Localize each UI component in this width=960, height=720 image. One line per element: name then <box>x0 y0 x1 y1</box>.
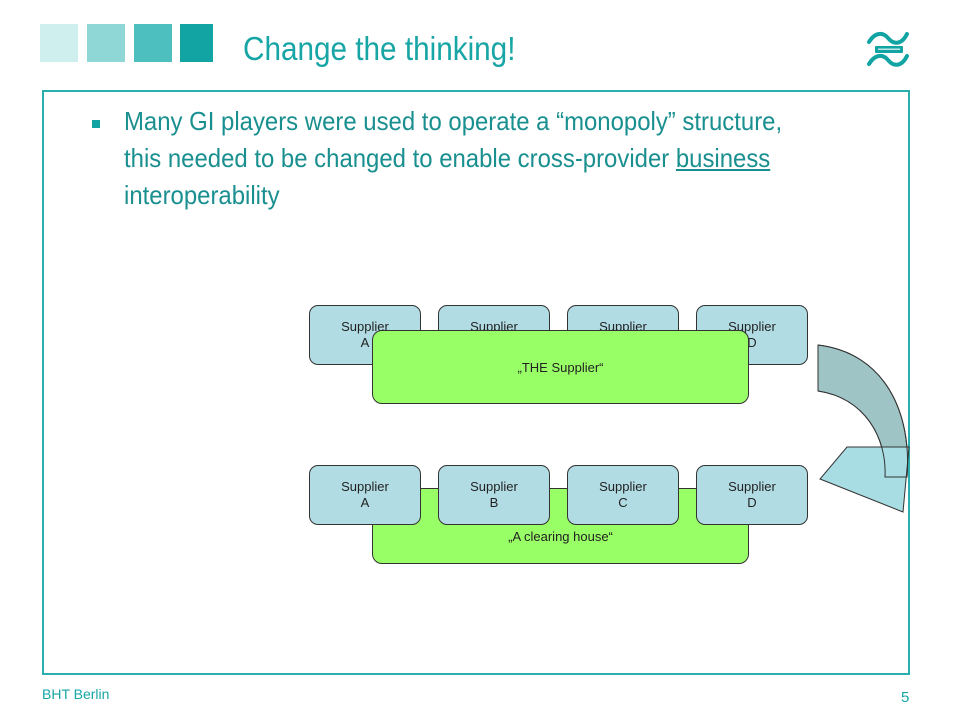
supplier-letter: D <box>747 335 757 350</box>
bullet-text-part1: Many GI players were used to operate a “… <box>124 106 783 173</box>
clearing-house-box: „A clearing house“ <box>372 488 749 564</box>
curved-arrow-icon <box>817 344 910 513</box>
header-square-4 <box>180 24 213 62</box>
bullet-text-underlined: business <box>675 143 771 173</box>
slide-title: Change the thinking! <box>243 30 516 67</box>
header-square-2 <box>87 24 125 62</box>
bullet-text-part3: interoperability <box>124 180 280 210</box>
bottom-supplier-c: Supplier C <box>567 465 679 525</box>
supplier-label: Supplier <box>728 479 776 494</box>
supplier-letter: D <box>747 495 757 510</box>
supplier-label: Supplier <box>341 479 389 494</box>
bottom-supplier-b: Supplier B <box>438 465 550 525</box>
bottom-supplier-d: Supplier D <box>696 465 808 525</box>
header-square-3 <box>134 24 172 62</box>
footer-text: BHT Berlin <box>42 686 110 702</box>
supplier-letter: A <box>360 335 370 350</box>
the-supplier-box: „THE Supplier“ <box>372 330 749 404</box>
supplier-label: Supplier <box>599 479 647 494</box>
supplier-letter: C <box>618 495 628 510</box>
logo-icon <box>867 31 909 67</box>
supplier-label: Supplier <box>470 479 518 494</box>
clearing-house-label: „A clearing house“ <box>508 529 613 544</box>
bullet-marker <box>92 120 100 128</box>
bullet-text: Many GI players were used to operate a “… <box>124 103 823 214</box>
supplier-letter: A <box>360 495 370 510</box>
content-frame <box>42 90 910 675</box>
header-square-1 <box>40 24 78 62</box>
the-supplier-label: „THE Supplier“ <box>517 359 604 375</box>
supplier-letter: B <box>489 495 499 510</box>
page-number: 5 <box>901 689 910 706</box>
bottom-supplier-a: Supplier A <box>309 465 421 525</box>
